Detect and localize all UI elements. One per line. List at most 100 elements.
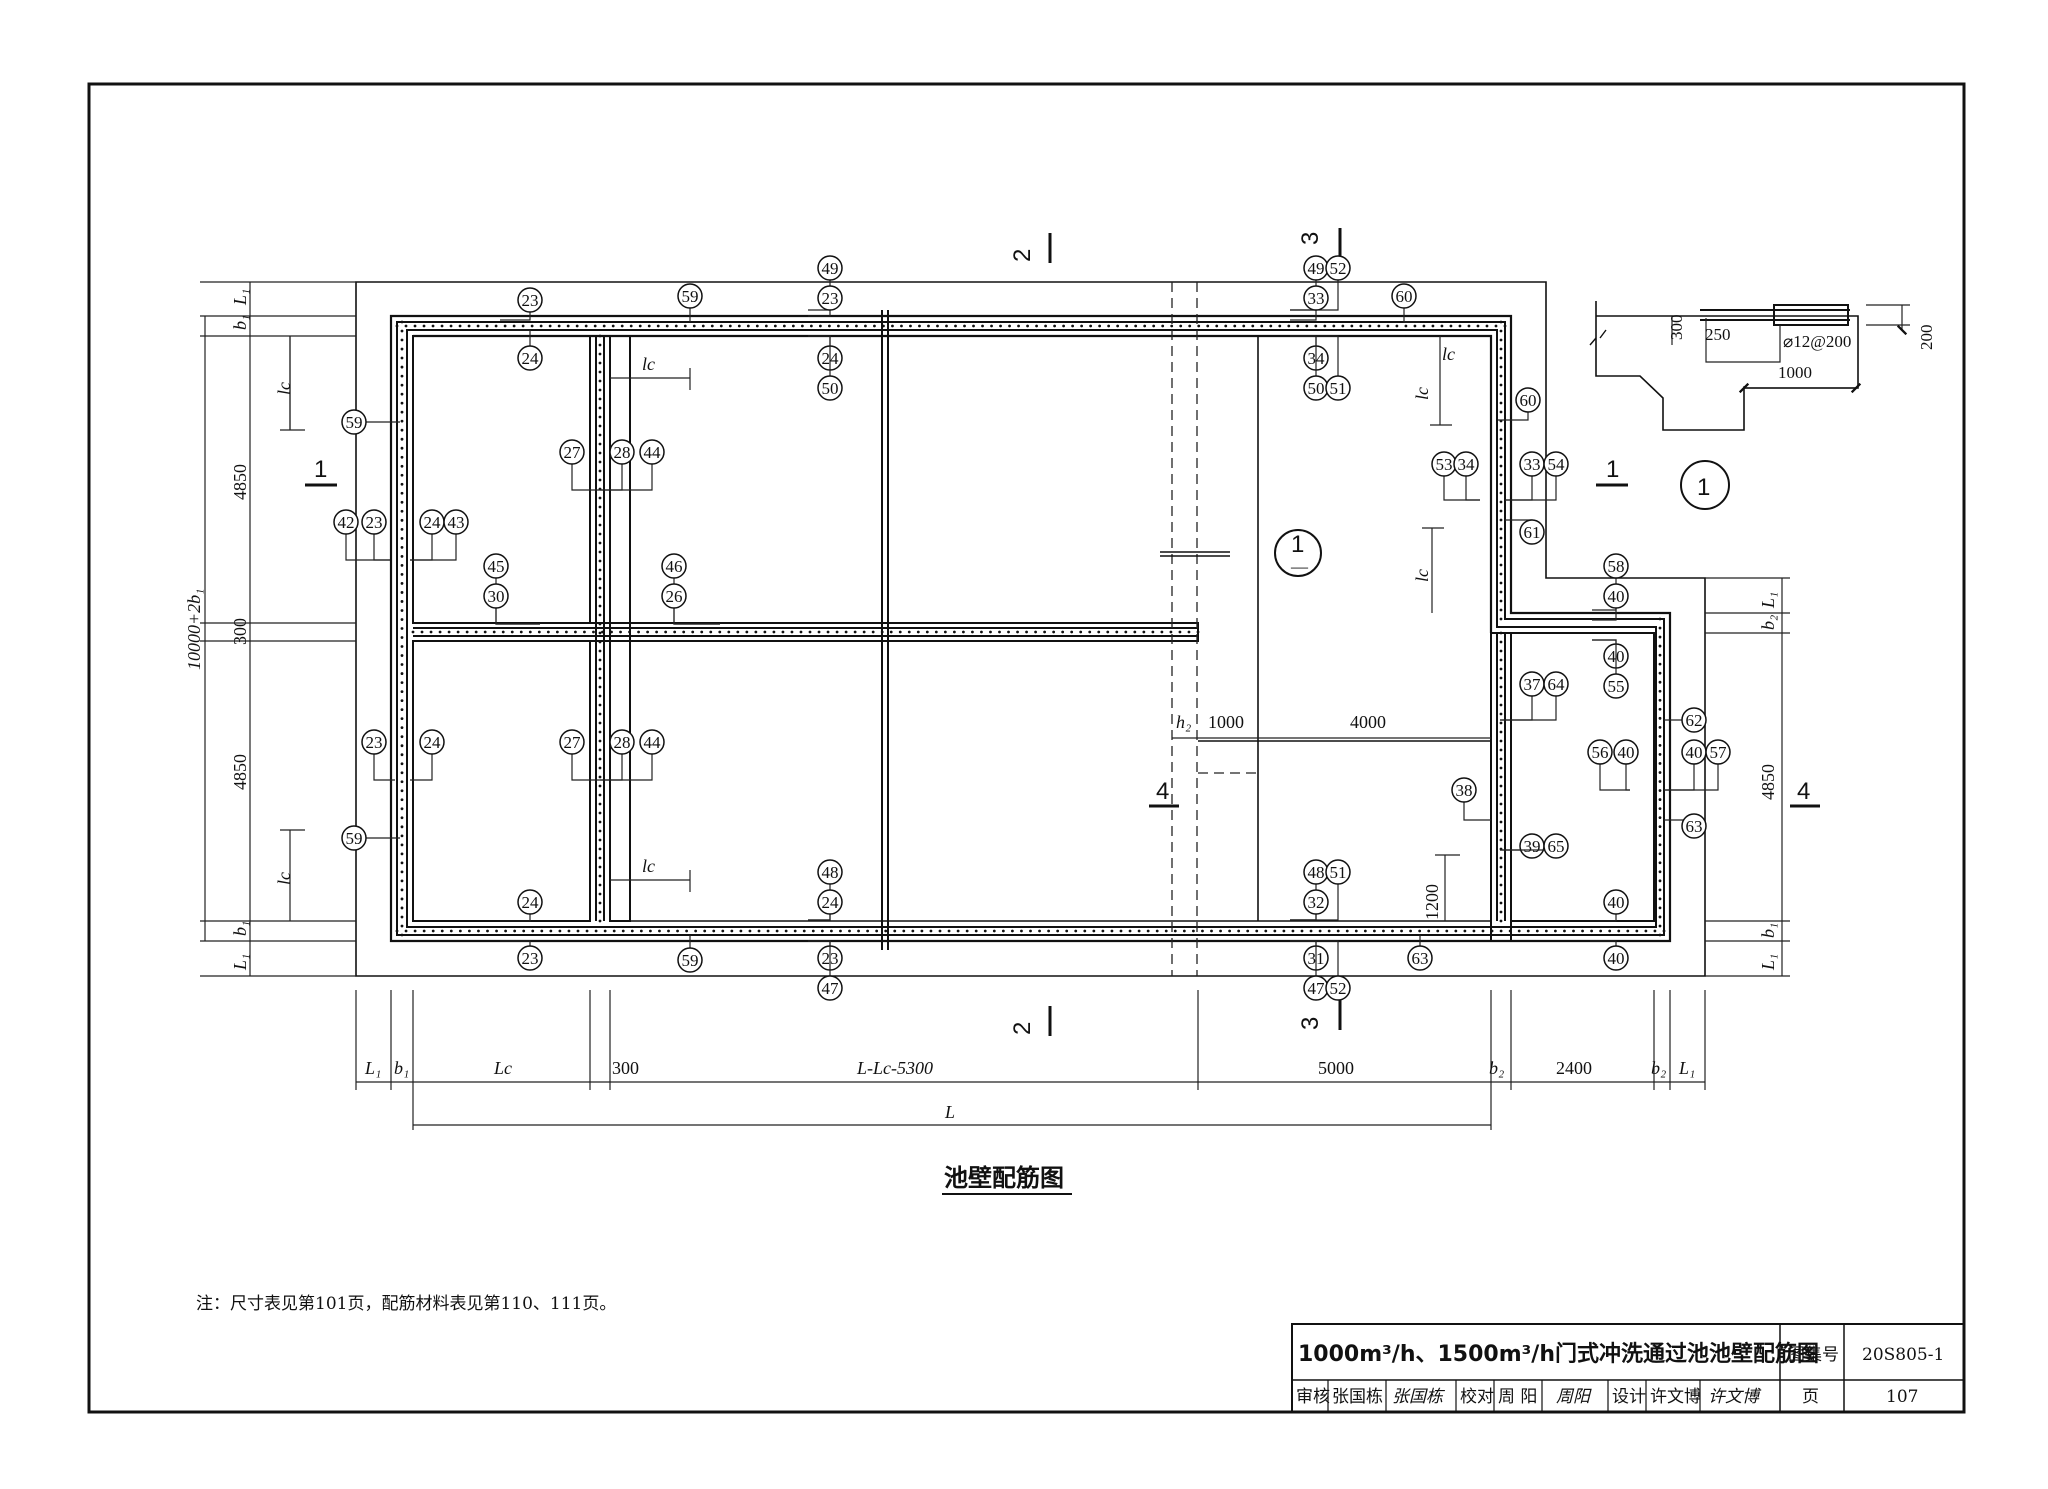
svg-text:300: 300	[612, 1058, 639, 1078]
hatch-dot	[566, 324, 570, 328]
hatch-dot	[1499, 446, 1503, 450]
rebar-callout-leader	[600, 754, 653, 781]
hatch-dot	[598, 541, 602, 545]
hatch-dot	[1255, 929, 1259, 933]
rebar-callout-60: 60	[1498, 387, 1541, 421]
title-block: 1000m³/h、1500m³/h门式冲洗通过池池壁配筋图 图集号 20S805…	[1291, 1323, 1965, 1413]
rebar-callout-circle	[517, 889, 543, 915]
hatch-dot	[1228, 929, 1231, 933]
rebar-callout-number: 23	[522, 949, 539, 968]
rebar-callout-24: 24	[500, 889, 543, 922]
hatch-dot	[1026, 324, 1029, 328]
hatch-dot	[1662, 929, 1666, 933]
hatch-dot	[598, 451, 602, 455]
rebar-callout-number: 42	[338, 513, 355, 532]
hatch-dot	[404, 929, 408, 933]
rebar-callout-leader	[1590, 914, 1617, 922]
rebar-callout-circle	[517, 945, 543, 971]
wall-hatch	[395, 320, 1666, 937]
hatch-dot	[1499, 347, 1503, 351]
hatch-dot	[1413, 324, 1417, 328]
hatch-dot	[1187, 630, 1191, 634]
sheet-border	[87, 82, 1966, 1414]
hatch-dot	[773, 324, 777, 328]
hatch-dot	[400, 699, 404, 703]
hatch-dot	[1499, 892, 1503, 896]
rebar-callout-59: 59	[341, 409, 400, 435]
hatch-dot	[1125, 324, 1129, 328]
rebar-callout-65: 65	[1500, 833, 1569, 859]
hatch-dot	[576, 929, 580, 933]
hatch-dot	[1354, 929, 1358, 933]
hatch-dot	[692, 324, 696, 328]
hatch-dot	[1134, 324, 1138, 328]
hatch-dot	[400, 582, 404, 585]
hatch-dot	[598, 829, 602, 833]
rebar-callout-circle	[1603, 889, 1629, 915]
hatch-dot	[1499, 676, 1503, 680]
hatch-dot	[1658, 698, 1662, 702]
svg-text:lc: lc	[274, 872, 294, 885]
hatch-dot	[682, 630, 686, 634]
hatch-dot	[866, 929, 869, 933]
rebar-callout-circle	[1705, 739, 1731, 765]
hatch-dot	[400, 780, 404, 784]
hatch-dot	[1499, 910, 1503, 914]
rebar-callout-leader	[1465, 476, 1480, 501]
svg-text:4000: 4000	[1350, 712, 1386, 732]
hatch-dot	[791, 324, 795, 328]
hatch-dot	[413, 929, 417, 933]
hatch-dot	[557, 324, 561, 328]
hatch-dot	[1047, 929, 1050, 933]
hatch-dot	[1485, 324, 1489, 328]
rebar-callout-number: 53	[1436, 455, 1453, 474]
hatch-dot	[1440, 324, 1444, 328]
rebar-callout-23: 23	[361, 729, 395, 781]
hatch-dot	[630, 929, 634, 933]
rebar-callout-number: 63	[1686, 817, 1703, 836]
hatch-dot	[598, 838, 602, 842]
rebar-callout-circle	[817, 889, 843, 915]
hatch-dot	[1499, 775, 1503, 779]
svg-text:b₁: b₁	[394, 1058, 409, 1078]
hatch-dot	[1409, 929, 1412, 933]
hatch-dot	[1499, 901, 1503, 905]
hatch-dot	[1635, 929, 1639, 933]
rebar-callout-circle	[341, 825, 367, 851]
hatch-dot	[719, 324, 723, 328]
hatch-dot	[495, 929, 498, 933]
hatch-dot	[685, 929, 688, 933]
hatch-dot	[1025, 630, 1028, 634]
hatch-dot	[929, 929, 933, 933]
hatch-dot	[598, 622, 602, 626]
hatch-dot	[400, 347, 404, 351]
svg-text:1000: 1000	[1208, 712, 1244, 732]
svg-text:周 阳: 周 阳	[1498, 1387, 1537, 1407]
hatch-dot	[400, 609, 404, 612]
rebar-callout-circle	[443, 509, 469, 535]
hatch-dot	[1658, 888, 1662, 892]
hatch-dot	[400, 554, 404, 558]
hatch-dot	[1327, 929, 1331, 933]
rebar-callout-54: 54	[1505, 451, 1569, 501]
hatch-dot	[1499, 784, 1503, 788]
hatch-dot	[400, 374, 404, 378]
hatch-dot	[1658, 897, 1662, 901]
detail-callout: 1 —	[1274, 529, 1322, 577]
hatch-dot	[1499, 590, 1503, 594]
rebar-callout-52: 52	[1290, 255, 1351, 311]
rebar-callout-23: 23	[500, 940, 543, 971]
hatch-dot	[530, 324, 534, 328]
hatch-dot	[1499, 554, 1503, 558]
svg-text:L₁: L₁	[1758, 592, 1778, 609]
hatch-dot	[1499, 572, 1503, 576]
hatch-dot	[802, 929, 806, 933]
rebar-callout-number: 27	[564, 443, 582, 462]
rebar-callout-number: 49	[1308, 259, 1325, 278]
hatch-dot	[598, 757, 602, 761]
rebar-callout-28: 28	[600, 729, 635, 781]
rebar-callout-61: 61	[1505, 519, 1545, 545]
hatch-dot	[1499, 473, 1503, 477]
hatch-dot	[1499, 464, 1503, 468]
hatch-dot	[400, 365, 404, 369]
